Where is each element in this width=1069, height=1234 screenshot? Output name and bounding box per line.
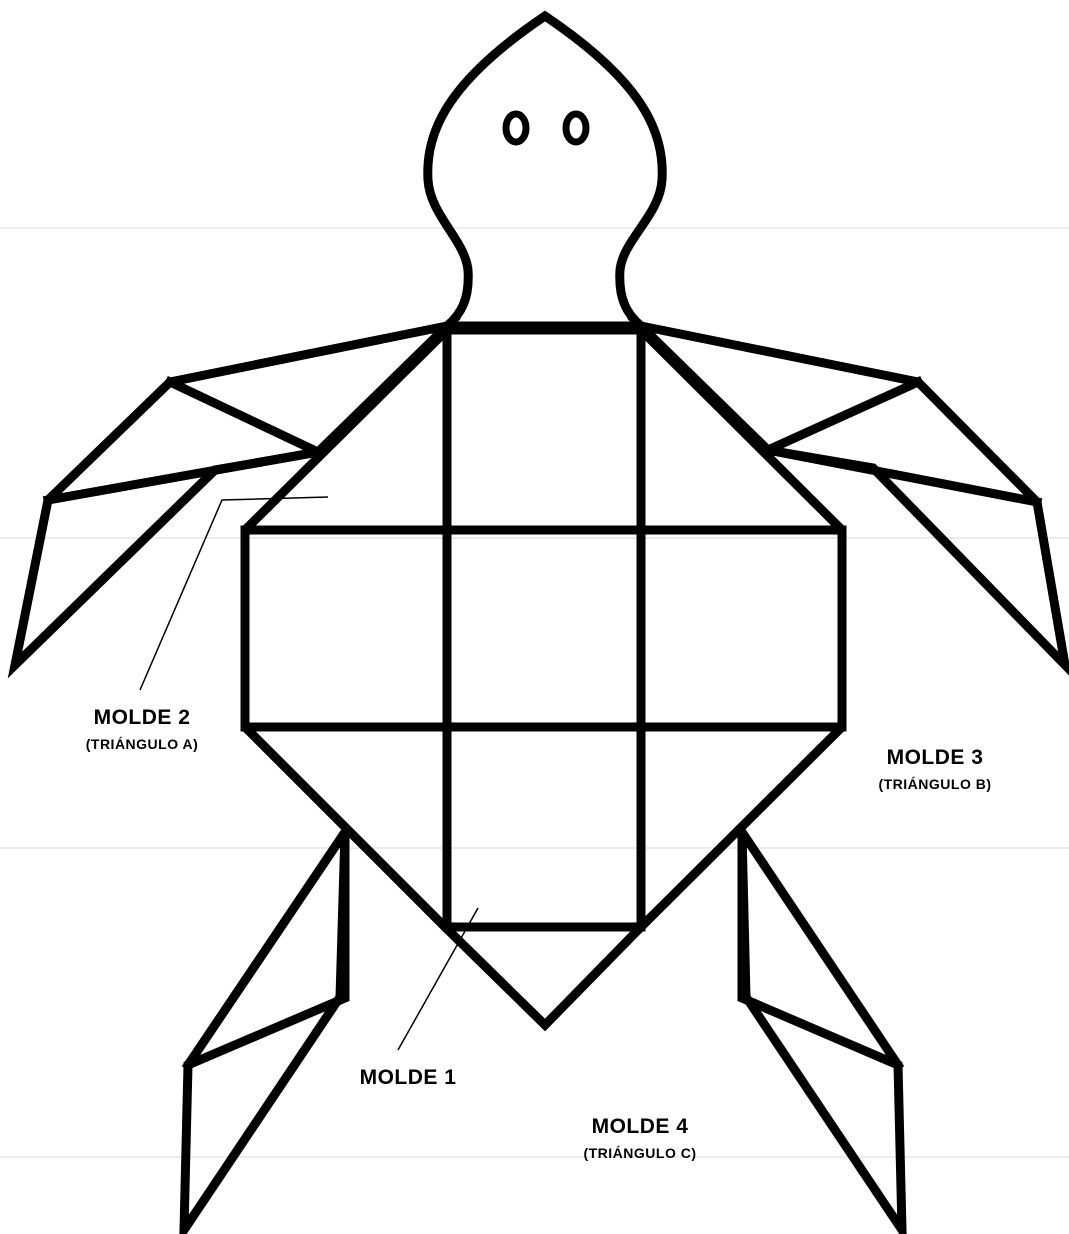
left-front-flipper-line — [170, 382, 318, 452]
molde1-leader-line — [398, 908, 478, 1050]
right-eye-icon — [566, 114, 586, 142]
molde1-title: MOLDE 1 — [318, 1066, 498, 1090]
turtle-head — [428, 16, 662, 326]
right-front-flipper-line — [768, 382, 918, 450]
molde4-subtitle: (TRIÁNGULO C) — [550, 1145, 730, 1161]
molde1-label: MOLDE 1 — [318, 1066, 498, 1090]
molde3-title: MOLDE 3 — [845, 746, 1025, 770]
molde2-label: MOLDE 2 (TRIÁNGULO A) — [52, 706, 232, 752]
molde4-label: MOLDE 4 (TRIÁNGULO C) — [550, 1115, 730, 1161]
left-eye-icon — [506, 114, 526, 142]
molde2-title: MOLDE 2 — [52, 706, 232, 730]
molde3-label: MOLDE 3 (TRIÁNGULO B) — [845, 746, 1025, 792]
molde2-subtitle: (TRIÁNGULO A) — [52, 736, 232, 752]
molde4-title: MOLDE 4 — [550, 1115, 730, 1139]
molde3-subtitle: (TRIÁNGULO B) — [845, 776, 1025, 792]
